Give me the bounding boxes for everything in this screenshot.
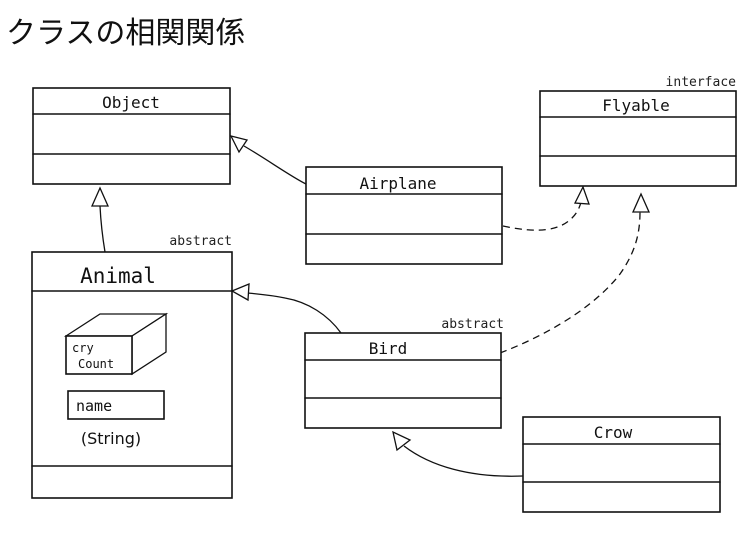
class-airplane: Airplane: [305, 166, 503, 265]
class-crow: Crow: [522, 416, 721, 513]
class-animal-name: Animal: [80, 264, 156, 288]
airplane-to-flyable-line: [502, 201, 582, 231]
bird-stereotype: abstract: [441, 317, 504, 332]
animal-to-object-arrowhead: [90, 186, 110, 207]
name-field-type: (String): [81, 429, 141, 448]
class-object-box: [32, 87, 231, 185]
class-flyable-box: [539, 90, 737, 187]
class-airplane-box: [305, 166, 503, 265]
class-animal: abstract Animal cry Count name (String): [31, 234, 233, 499]
class-bird-box: [304, 332, 502, 429]
class-crow-box: [522, 416, 721, 513]
class-object: Object: [32, 87, 231, 185]
class-bird-name: Bird: [369, 339, 408, 358]
class-crow-name: Crow: [594, 423, 633, 442]
class-airplane-name: Airplane: [359, 174, 436, 193]
class-flyable-name: Flyable: [602, 96, 669, 115]
name-field: name: [67, 390, 165, 420]
name-field-label: name: [76, 397, 112, 415]
airplane-to-flyable-arrowhead: [573, 185, 590, 205]
class-animal-box: [31, 251, 233, 499]
class-flyable: interface Flyable: [539, 75, 737, 187]
cry-count-label-line1: cry: [72, 341, 94, 355]
bird-to-flyable-line: [499, 211, 641, 354]
bird-to-flyable-arrowhead: [631, 192, 651, 213]
crow-to-bird-arrowhead: [392, 430, 412, 452]
bird-to-animal-arrowhead: [230, 283, 250, 302]
cry-count-label-line2: Count: [78, 357, 114, 371]
cry-count-field: cry Count: [63, 312, 169, 376]
class-object-name: Object: [102, 93, 160, 112]
bird-to-animal-line: [246, 292, 342, 334]
diagram-title: クラスの相関関係: [6, 16, 245, 51]
crow-to-bird-line: [403, 445, 524, 477]
animal-to-object-line: [99, 205, 106, 253]
airplane-to-object-line: [243, 145, 307, 185]
flyable-stereotype: interface: [666, 75, 737, 90]
airplane-to-object-arrowhead: [229, 135, 249, 154]
animal-stereotype: abstract: [169, 234, 232, 249]
class-bird: abstract Bird: [304, 317, 504, 429]
